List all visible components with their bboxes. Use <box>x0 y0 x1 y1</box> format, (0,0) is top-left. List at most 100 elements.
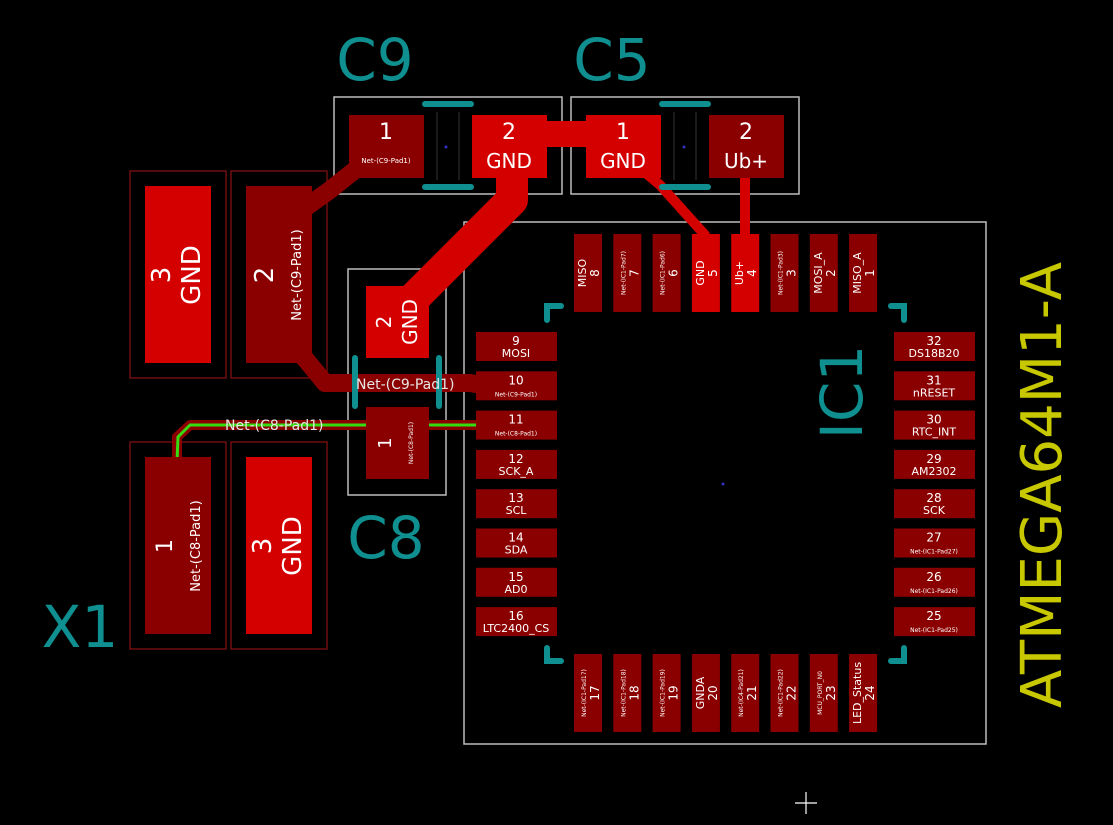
ic1-pin-name: nRESET <box>913 386 955 399</box>
ic1-pin-number: 23 <box>824 685 838 700</box>
ic1-pin-17[interactable]: Net-(IC1-Pad17)17 <box>574 654 602 732</box>
ic1-pin-number: 29 <box>926 452 941 466</box>
x1-footprint: 3 GND 2 Net-(C9-Pad1) 1 Net-(C8-Pad1) 3 … <box>145 186 312 634</box>
c9-pad-1[interactable] <box>349 115 424 178</box>
ic1-pin-name: MOSI_A <box>812 252 825 294</box>
ic1-pin-4[interactable]: Ub+4 <box>731 234 760 312</box>
ref-c9: C9 <box>336 26 413 94</box>
x1-pad-2[interactable] <box>246 186 312 363</box>
ic1-pin-name: Net-(IC4-Pad21) <box>738 669 745 717</box>
c9-pad2-net: GND <box>486 149 532 173</box>
ic1-pin-number: 22 <box>785 685 799 700</box>
c9-footprint: 1 Net-(C9-Pad1) 2 GND <box>349 101 547 190</box>
c9-pad1-number: 1 <box>379 120 393 145</box>
ic1-pin-number: 1 <box>863 269 877 277</box>
x1-pad3l-net: GND <box>278 516 308 576</box>
ic1-pin-number: 9 <box>512 334 520 348</box>
c5-pad-2[interactable] <box>709 115 784 178</box>
ic1-pin-name: SCK <box>923 504 946 517</box>
ic1-pin-number: 7 <box>627 269 641 277</box>
ic1-pins: 9MOSI10Net-(C9-Pad1)11Net-(C8-Pad1)12SCK… <box>476 234 975 732</box>
ic1-pin-name: Net-(IC1-Pad25) <box>910 627 958 634</box>
ic1-pin-name: DS18B20 <box>909 347 960 360</box>
ic1-pin-number: 14 <box>508 531 523 545</box>
ic1-pin-number: 30 <box>926 413 941 427</box>
c5-pad-1[interactable] <box>586 115 661 178</box>
ic1-pin-name: AM2302 <box>911 465 956 478</box>
x1-pad3l-number: 3 <box>248 538 278 555</box>
ic1-pin-7[interactable]: Net-(IC1-Pad7)7 <box>613 234 642 312</box>
track-c8-net[interactable] <box>172 420 495 467</box>
ic1-pin-19[interactable]: Net-(IC1-Pad19)19 <box>652 654 681 732</box>
ic1-pin-name: MCU_PORT_N0 <box>817 671 824 715</box>
ic1-pin-name: AD0 <box>505 583 528 596</box>
ic1-pin-name: MOSI <box>502 347 530 360</box>
x1-pad2-net: Net-(C9-Pad1) <box>290 229 305 320</box>
ic1-pin-number: 18 <box>627 685 641 700</box>
ic1-pin-6[interactable]: Net-(IC1-Pad6)6 <box>652 234 681 312</box>
x1-pad-3-lower[interactable] <box>246 457 312 634</box>
track-label-c9: Net-(C9-Pad1) <box>356 377 454 393</box>
ic1-pin-name: Net-(IC1-Pad6) <box>660 251 667 295</box>
x1-pad1-number: 1 <box>153 539 178 553</box>
c9-pad1-net: Net-(C9-Pad1) <box>361 157 411 165</box>
c8-pad2-number: 2 <box>372 316 396 329</box>
c8-pad2-net: GND <box>398 299 422 345</box>
ic1-pin-number: 12 <box>508 452 523 466</box>
ic1-pin-name: SCK_A <box>499 465 534 478</box>
ic1-pin-22[interactable]: Net-(IC1-Pad22)22 <box>770 654 799 732</box>
ic1-pin-number: 6 <box>667 269 681 277</box>
ic1-pin-number: 24 <box>863 685 877 700</box>
c9-pad-2[interactable] <box>472 115 547 178</box>
ic1-pin-number: 20 <box>706 685 720 700</box>
x1-pad3u-number: 3 <box>147 267 177 284</box>
c9-silk <box>422 101 474 190</box>
ic1-pin-name: Net-(IC1-Pad26) <box>910 588 958 595</box>
ic1-pin-number: 26 <box>926 570 941 584</box>
highlight-track-c8[interactable] <box>175 423 490 463</box>
c9-pad2-number: 2 <box>502 120 516 145</box>
c5-pad2-net: Ub+ <box>724 149 768 173</box>
c8-pad-1[interactable] <box>366 407 429 479</box>
ic1-pin-21[interactable]: Net-(IC4-Pad21)21 <box>731 654 760 732</box>
ic1-pin-name: RTC_INT <box>912 426 957 439</box>
ic1-pin-18[interactable]: Net-(IC1-Pad18)18 <box>613 654 642 732</box>
ic1-pin-3[interactable]: Net-(IC1-Pad3)3 <box>770 234 799 312</box>
ic1-pin-number: 16 <box>508 609 523 623</box>
ic1-pin-name: Net-(IC1-Pad3) <box>778 251 785 295</box>
track-gnd-c9-c8[interactable] <box>394 154 528 318</box>
ic1-pin-name: Net-(C9-Pad1) <box>495 391 537 398</box>
ic1-pin-name: Net-(IC1-Pad17) <box>581 669 588 717</box>
x1-pad1-net: Net-(C8-Pad1) <box>189 500 204 591</box>
c8-pad-2[interactable] <box>366 286 429 358</box>
ref-c8: C8 <box>347 504 424 572</box>
track-label-c8: Net-(C8-Pad1) <box>225 418 323 434</box>
ic1-pin-name: GND <box>694 260 707 285</box>
x1-pad-3-upper[interactable] <box>145 186 211 363</box>
x1-pad-1[interactable] <box>145 457 211 634</box>
